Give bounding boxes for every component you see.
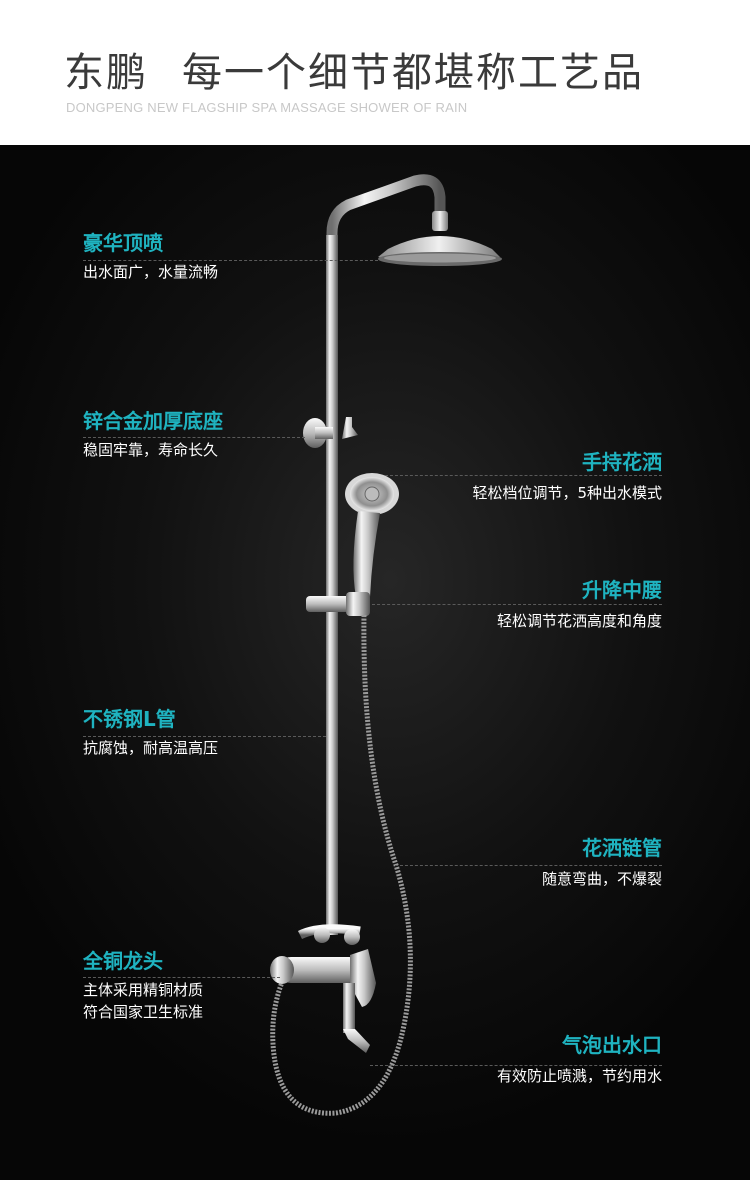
- leader-line-top-shower: [83, 260, 378, 261]
- feature-desc: 出水面广，水量流畅: [83, 263, 219, 281]
- feature-desc: 轻松调节花洒高度和角度: [496, 612, 662, 630]
- feature-top-shower: 豪华顶喷 出水面广，水量流畅: [83, 231, 218, 283]
- feature-desc: 轻松档位调节，5种出水模式: [472, 484, 662, 502]
- feature-name: 气泡出水口: [562, 1033, 662, 1057]
- header: 东鹏每一个细节都堪称工艺品 DONGPENG NEW FLAGSHIP SPA …: [0, 0, 750, 145]
- wall-bracket: [303, 417, 358, 448]
- leader-line-faucet: [83, 977, 280, 978]
- feature-hand-shower: 手持花洒 轻松档位调节，5种出水模式: [472, 450, 662, 504]
- feature-name: 不锈钢L管: [83, 707, 176, 731]
- brand-name: 东鹏: [64, 50, 148, 96]
- feature-desc-line-1: 主体采用精铜材质: [83, 981, 204, 999]
- leader-line-base: [83, 437, 305, 438]
- slider-block: [306, 592, 370, 616]
- feature-hose: 花洒链管 随意弯曲，不爆裂: [542, 836, 662, 890]
- top-shower-head: [378, 211, 502, 266]
- feature-desc: 稳固牢靠，寿命长久: [83, 441, 219, 459]
- shower-arm: [326, 174, 446, 741]
- faucet-body: [270, 924, 376, 1007]
- feature-name: 手持花洒: [582, 450, 662, 474]
- feature-name: 升降中腰: [582, 578, 662, 602]
- leader-line-aerator: [370, 1065, 662, 1066]
- leader-line-hose: [395, 865, 662, 866]
- page-subtitle: DONGPENG NEW FLAGSHIP SPA MASSAGE SHOWER…: [66, 100, 468, 115]
- bath-spout: [343, 983, 370, 1053]
- feature-desc: 抗腐蚀，耐高温高压: [83, 739, 219, 757]
- feature-name: 花洒链管: [582, 836, 662, 860]
- feature-name: 锌合金加厚底座: [83, 409, 223, 433]
- shower-set-illustration: [270, 174, 502, 1116]
- hand-shower: [345, 473, 399, 597]
- feature-name: 全铜龙头: [83, 949, 163, 973]
- feature-base: 锌合金加厚底座 稳固牢靠，寿命长久: [83, 409, 223, 461]
- feature-desc: 随意弯曲，不爆裂: [541, 870, 662, 888]
- feature-aerator: 气泡出水口 有效防止喷溅，节约用水: [497, 1033, 662, 1087]
- shower-hose: [270, 614, 413, 1116]
- page-title: 东鹏每一个细节都堪称工艺品: [64, 40, 644, 98]
- slogan: 每一个细节都堪称工艺品: [182, 50, 644, 96]
- main-pipe: [326, 235, 338, 935]
- feature-desc-line-2: 符合国家卫生标准: [83, 1003, 204, 1021]
- leader-line-pipe: [83, 736, 326, 737]
- feature-desc: 有效防止喷溅，节约用水: [496, 1067, 662, 1085]
- feature-faucet: 全铜龙头 主体采用精铜材质 符合国家卫生标准: [83, 949, 203, 1023]
- feature-pipe: 不锈钢L管 抗腐蚀，耐高温高压: [83, 707, 218, 759]
- feature-name: 豪华顶喷: [83, 231, 163, 255]
- product-stage: 豪华顶喷 出水面广，水量流畅 锌合金加厚底座 稳固牢靠，寿命长久 手持花洒 轻松…: [0, 145, 750, 1180]
- leader-line-hand-shower: [385, 475, 662, 476]
- leader-line-slider: [372, 604, 662, 605]
- feature-slider: 升降中腰 轻松调节花洒高度和角度: [497, 578, 662, 632]
